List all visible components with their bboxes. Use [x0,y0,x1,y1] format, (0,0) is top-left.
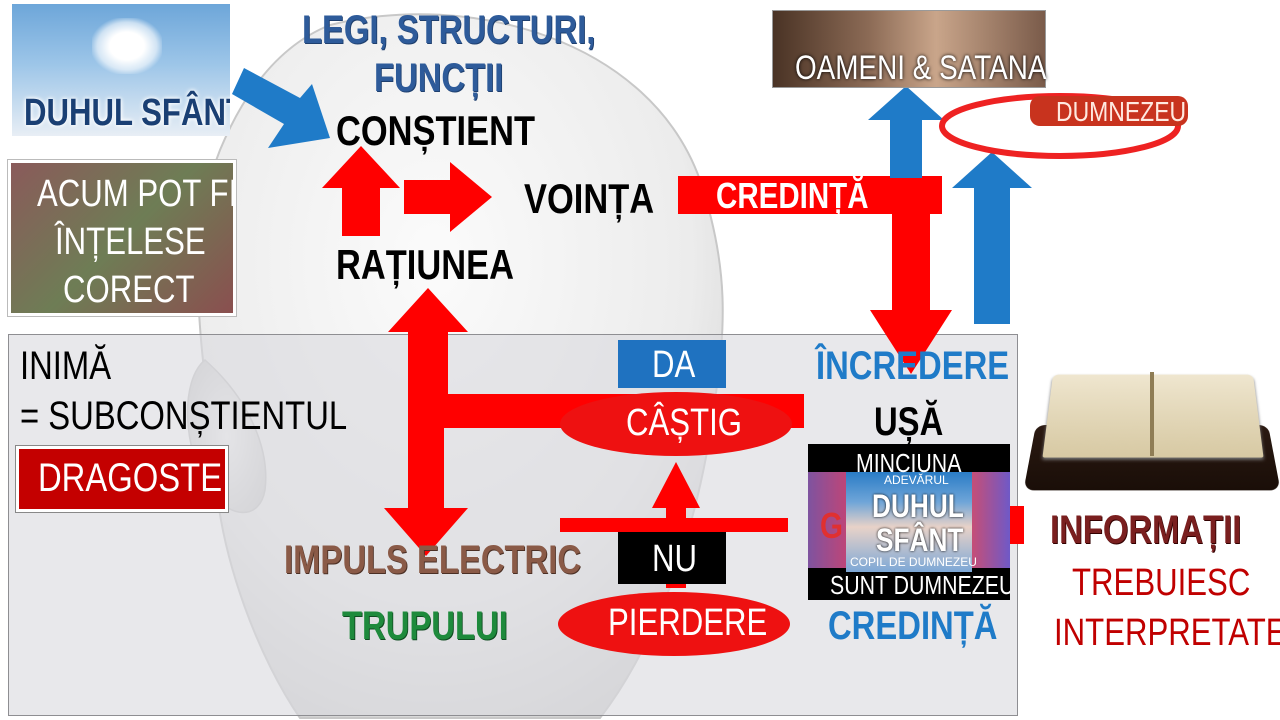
loss-label: PIERDERE [608,604,767,642]
holy-spirit-photo: DUHUL SFÂNT [12,4,230,136]
heart-title: INIMĂ [20,346,111,386]
faith-label: CREDINȚĂ [828,606,997,646]
understand-line-2: ÎNȚELESE [55,223,206,261]
heart-subtitle: = SUBCONȘTIENTUL [20,396,347,436]
head-title-line-2: FUNCȚII [374,58,503,98]
will-label: VOINȚA [524,178,654,220]
blue-arrow-holy-spirit [232,68,330,148]
trust-label: ÎNCREDERE [816,346,1009,386]
door-letter-g: G [820,508,843,544]
people-satan-label: OAMENI & SATANA [795,51,1046,85]
child-of-god-label: COPIL DE DUMNEZEU [850,556,977,568]
door-label: UȘĂ [874,402,943,442]
holy-spirit-label: DUHUL SFÂNT [24,94,230,132]
understand-correctly-box: ACUM POT FI ÎNȚELESE CORECT [8,160,236,316]
blue-arrow-up-god [952,152,1032,324]
reason-label: RAȚIUNEA [336,244,514,286]
head-title-line-1: LEGI, STRUCTURI, [302,10,595,50]
red-arrow-up-reason [388,288,468,394]
no-label: NU [652,540,697,578]
blue-arrow-up-people [868,86,944,178]
love-cycle-label: DRAGOSTEA [962,114,1012,122]
faith-arrow-label: CREDINȚĂ [716,178,869,214]
interpret-line-2: INTERPRETATE [1054,614,1280,652]
word-of-god-cycle-label: CUVÂNTUL LUI DUMNEZEU [1000,142,1105,150]
impulse-label: IMPULS ELECTRIC [284,540,581,580]
information-label: INFORMAȚII [1050,510,1241,550]
truth-label: ADEVĂRUL [884,474,949,486]
red-arrow-down-impulse [384,428,468,556]
interpret-line-1: TREBUIESC [1072,564,1250,602]
holy-spirit-door-line-1: DUHUL [872,490,964,522]
holy-spirit-door-line-2: SFÂNT [876,524,963,556]
people-satan-photo: OAMENI & SATANA [772,10,1046,88]
red-arrow-up-conscious [322,146,400,236]
red-arrow-right-will [404,162,492,232]
understand-line-3: CORECT [63,271,195,309]
door-panel: MINCIUNA ADEVĂRUL DUHUL SFÂNT G COPIL DE… [808,444,1010,600]
god-label: DUMNEZEU [1056,98,1186,126]
i-am-god-label: SUNT DUMNEZEU [830,572,1010,598]
fruit-cycle-label: ROADĂ [1192,112,1220,120]
bible-spine [1150,372,1154,456]
conscious-label: CONȘTIENT [336,110,535,152]
dove-icon [92,18,162,74]
gain-label: CÂȘTIG [626,404,742,442]
body-label: TRUPULUI [342,606,508,646]
love-label: DRAGOSTE [38,458,222,498]
yes-label: DA [652,346,695,384]
understand-line-1: ACUM POT FI [37,175,237,213]
